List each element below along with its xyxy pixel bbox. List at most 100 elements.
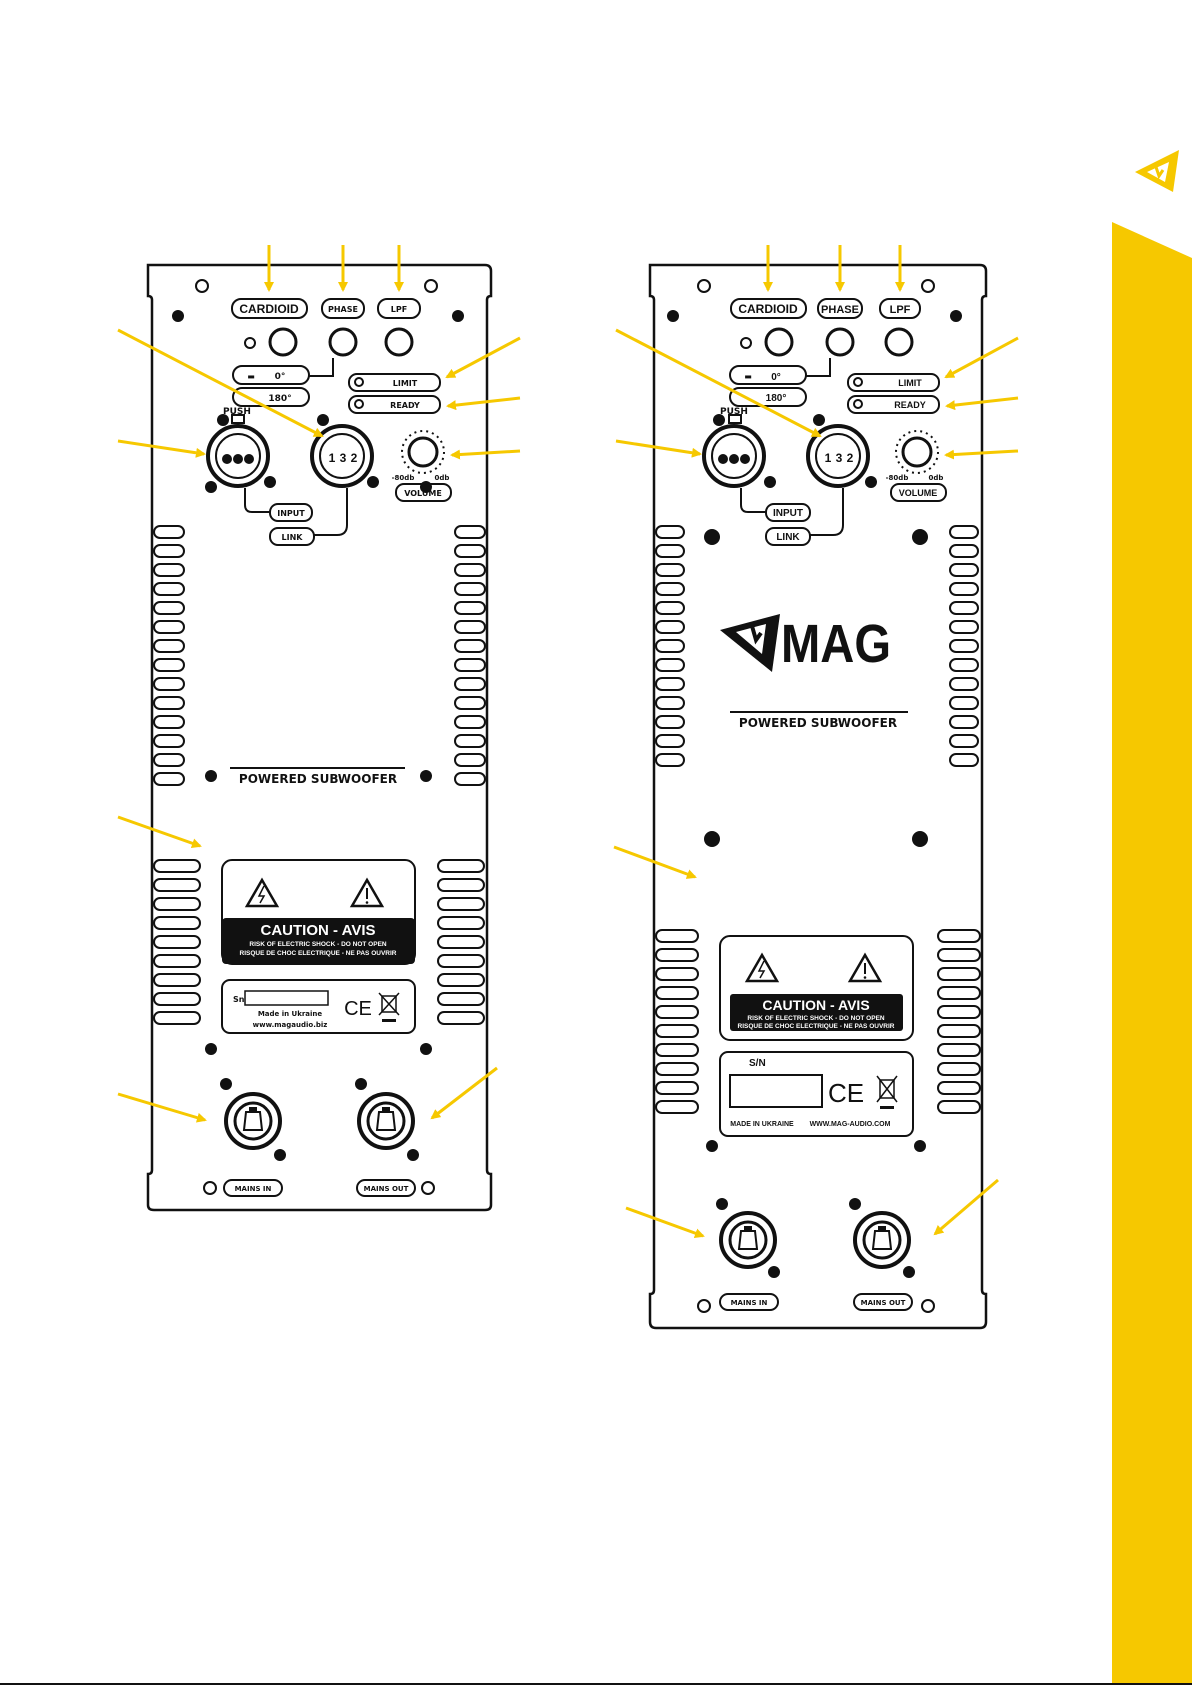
vent-slot	[153, 973, 201, 987]
vent-slot	[937, 1062, 981, 1076]
phase-switch[interactable]	[328, 327, 358, 357]
mains-in-connector[interactable]	[719, 1211, 777, 1269]
vent-slot	[454, 544, 486, 558]
screw	[355, 1078, 367, 1090]
phase-0-icon: ▬	[744, 372, 752, 381]
ready-box	[847, 395, 940, 414]
phase-0-label: 0°	[275, 372, 286, 382]
input-label: INPUT	[277, 509, 305, 518]
xlr-input-pin	[718, 454, 728, 464]
callout-arrow-input	[117, 439, 206, 458]
phase-switch[interactable]	[825, 327, 855, 357]
vent-slot	[153, 601, 185, 615]
limit-label: LIMIT	[393, 379, 418, 388]
caution-sticker	[719, 935, 914, 1041]
input-box	[269, 503, 313, 522]
limit-led	[354, 377, 364, 387]
vent-slot	[949, 677, 979, 691]
xlr-input-pin	[729, 454, 739, 464]
vent-slot	[454, 677, 486, 691]
website-label: www.magaudio.biz	[253, 1021, 328, 1029]
lpf-switch[interactable]	[884, 327, 914, 357]
screw	[704, 529, 720, 545]
callout-arrow-mains-in	[117, 1092, 207, 1123]
push-latch[interactable]	[231, 414, 245, 424]
vent-slot	[949, 753, 979, 767]
vent-slot	[454, 734, 486, 748]
ready-led	[354, 399, 364, 409]
vent-slot	[153, 525, 185, 539]
phase-leader-line	[806, 358, 831, 377]
vent-slot	[655, 1043, 699, 1057]
vent-slot	[153, 916, 201, 930]
limit-box	[348, 373, 441, 392]
link-box	[269, 527, 315, 546]
caution-line-2: RISQUE DE CHOC ELECTRIQUE - NE PAS OUVRI…	[738, 1023, 895, 1030]
input-label: INPUT	[773, 508, 803, 519]
ready-box	[348, 395, 441, 414]
vent-slot	[153, 658, 185, 672]
mag-logo-text: MAG	[781, 614, 891, 674]
push-latch[interactable]	[728, 414, 742, 424]
vent-slot	[153, 954, 201, 968]
vent-slot	[153, 620, 185, 634]
phase-180-label: 180°	[766, 393, 787, 404]
vent-slot	[655, 1005, 699, 1019]
lpf-label: LPF	[391, 305, 407, 314]
vent-slot	[655, 967, 699, 981]
screw	[420, 770, 432, 782]
vent-slot	[655, 929, 699, 943]
vent-slot	[153, 772, 185, 786]
cardioid-switch[interactable]	[764, 327, 794, 357]
vent-slot	[949, 696, 979, 710]
lpf-switch[interactable]	[384, 327, 414, 357]
xlr-input-pin	[740, 454, 750, 464]
xlr-link-pin-2: 2	[351, 451, 358, 465]
cardioid-switch[interactable]	[268, 327, 298, 357]
caution-line-2: RISQUE DE CHOC ELECTRIQUE - NE PAS OUVRI…	[240, 950, 397, 957]
vent-slot	[937, 1043, 981, 1057]
vent-slot	[655, 986, 699, 1000]
volume-max-label: 0db	[435, 474, 450, 482]
vent-slot	[153, 734, 185, 748]
screw	[813, 414, 825, 426]
screw	[706, 1140, 718, 1152]
screw	[264, 476, 276, 488]
link-label: LINK	[776, 532, 800, 543]
screw	[205, 481, 217, 493]
vent-slot	[937, 967, 981, 981]
electric-hazard-icon	[744, 952, 780, 983]
volume-knob[interactable]	[407, 436, 439, 468]
led-indicator	[740, 337, 752, 349]
volume-knob[interactable]	[901, 436, 933, 468]
mains-in-connector[interactable]	[224, 1092, 282, 1150]
product-label: POWERED SUBWOOFER	[739, 716, 897, 730]
vent-slot	[153, 715, 185, 729]
volume-max-label: 0db	[929, 474, 944, 482]
volume-scale	[401, 430, 445, 474]
vent-slot	[949, 544, 979, 558]
callout-arrows	[117, 245, 1019, 1238]
phase-0-icon: ▬	[247, 372, 255, 381]
vent-slot	[153, 859, 201, 873]
mains-out-connector[interactable]	[853, 1211, 911, 1269]
vent-slot	[153, 992, 201, 1006]
serial-label: Sn	[233, 995, 245, 1004]
vent-slot	[655, 658, 685, 672]
link-box	[765, 527, 811, 546]
phase-label: PHASE	[821, 304, 859, 316]
mag-logo-icon	[1135, 150, 1179, 192]
mains-out-connector[interactable]	[357, 1092, 415, 1150]
screw	[903, 1266, 915, 1278]
phase-180-box	[232, 387, 310, 407]
warning-icon	[847, 952, 883, 983]
vent-slot	[655, 639, 685, 653]
mains-out-box	[853, 1293, 913, 1311]
phase-label: PHASE	[328, 305, 358, 314]
vent-slot	[937, 948, 981, 962]
callout-arrow-mains-in	[625, 1206, 705, 1238]
serial-label: S/N	[749, 1058, 766, 1069]
caution-title: CAUTION - AVIS	[261, 922, 376, 939]
vent-slot	[454, 639, 486, 653]
